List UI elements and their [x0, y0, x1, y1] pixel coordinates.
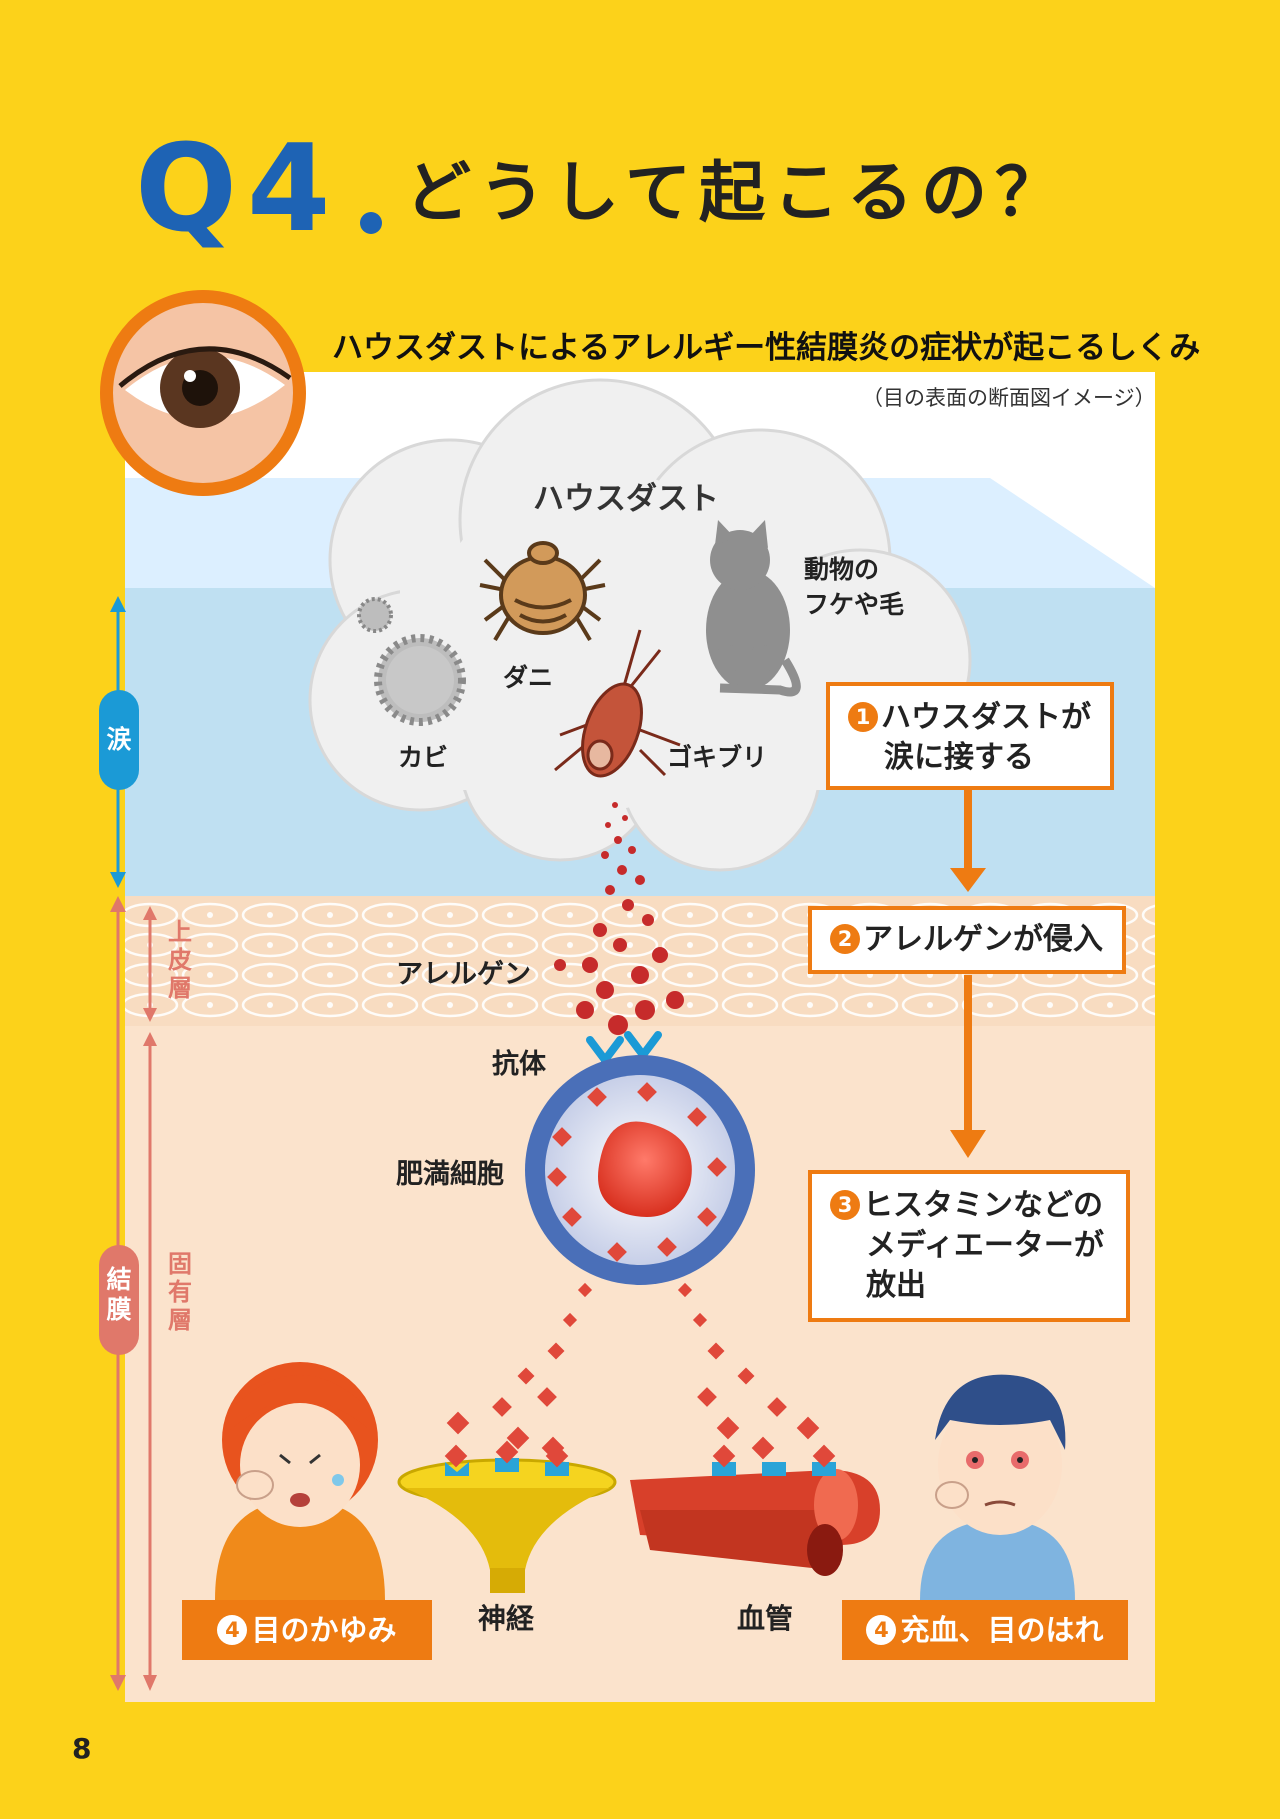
nerve-receptors — [445, 1458, 569, 1476]
page-title: どうして起こるの？ — [405, 154, 1070, 231]
man-red-eye-icon — [920, 1374, 1075, 1610]
tear-layer-label: 涙 — [99, 690, 139, 790]
animal-label-line1: 動物の — [804, 555, 880, 584]
blood-vessel-icon — [630, 1469, 880, 1576]
vessel-receptors — [712, 1462, 836, 1476]
flow-arrows — [950, 790, 986, 1158]
mite-label: ダニ — [503, 663, 554, 692]
woman-itchy-eye-icon — [215, 1362, 385, 1610]
blood-vessel-label: 血管 — [737, 1602, 794, 1635]
mediator-particles — [446, 1082, 820, 1460]
mold-icon — [357, 597, 466, 726]
cockroach-icon — [554, 629, 681, 778]
diagram-subtitle: ハウスダストによるアレルギー性結膜炎の症状が起こるしくみ — [332, 330, 1201, 366]
house-dust-label: ハウスダスト — [533, 481, 719, 517]
conjunctiva-label: 結膜 — [99, 1245, 139, 1355]
animal-label-line2: フケや毛 — [804, 590, 905, 619]
cat-icon — [706, 520, 801, 697]
cockroach-label: ゴキブリ — [667, 743, 768, 772]
epithelium-label: 上皮層 — [168, 918, 192, 1002]
lamina-label: 固有層 — [168, 1250, 192, 1334]
page-number: 8 — [72, 1732, 92, 1765]
allergen-particles — [554, 802, 684, 1035]
nerve-label: 神経 — [478, 1602, 535, 1635]
mast-cell-label: 肥満細胞 — [396, 1159, 504, 1190]
title-dot — [360, 212, 382, 234]
question-number: Q4 — [135, 120, 341, 259]
allergen-label: アレルゲン — [396, 959, 531, 990]
mite-icon — [479, 541, 606, 642]
diagram-caption: （目の表面の断面図イメージ） — [862, 386, 1156, 410]
antibody-label: 抗体 — [492, 1049, 546, 1080]
mold-label: カビ — [398, 743, 449, 772]
